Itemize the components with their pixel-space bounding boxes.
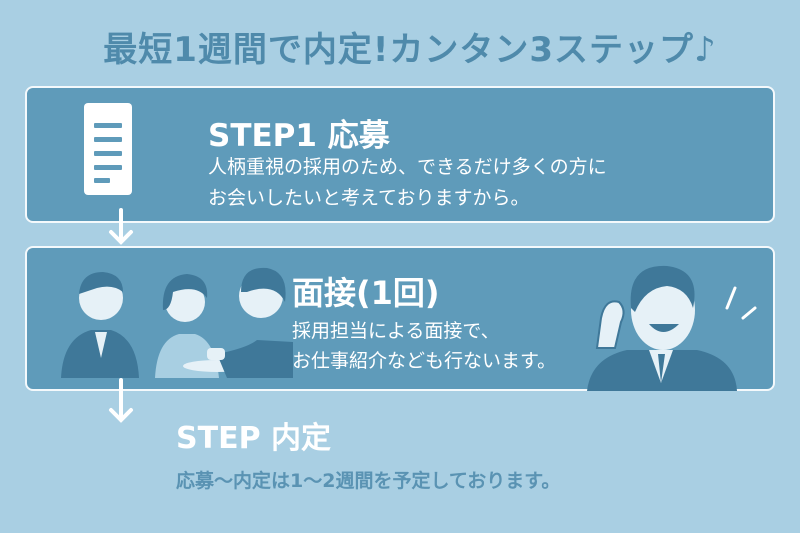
document-icon bbox=[84, 103, 132, 195]
step2-line1: 採用担当による面接で、 bbox=[292, 320, 500, 342]
step3-heading: STEP 内定 bbox=[176, 421, 331, 456]
step1-panel: STEP1 応募 人柄重視の採用のため、できるだけ多くの方に お会いしたいと考え… bbox=[25, 86, 775, 223]
step3-text: 応募〜内定は1〜2週間を予定しております。 bbox=[176, 470, 561, 492]
interview-people-illustration bbox=[61, 267, 293, 378]
step1-heading: STEP1 応募 bbox=[208, 118, 390, 154]
step2-heading: 面接(1回) bbox=[292, 274, 440, 312]
arrow-down-icon bbox=[109, 378, 133, 423]
cheering-man-illustration bbox=[587, 265, 757, 391]
arrow-down-icon bbox=[109, 208, 133, 245]
step2-line2: お仕事紹介なども行ないます。 bbox=[292, 350, 557, 372]
step1-line2: お会いしたいと考えておりますから。 bbox=[208, 187, 530, 209]
page-title: 最短1週間で内定!カンタン3ステップ♪ bbox=[103, 30, 717, 70]
step1-line1: 人柄重視の採用のため、できるだけ多くの方に bbox=[208, 156, 607, 178]
step2-panel: 面接(1回) 採用担当による面接で、 お仕事紹介なども行ないます。 bbox=[25, 246, 775, 391]
